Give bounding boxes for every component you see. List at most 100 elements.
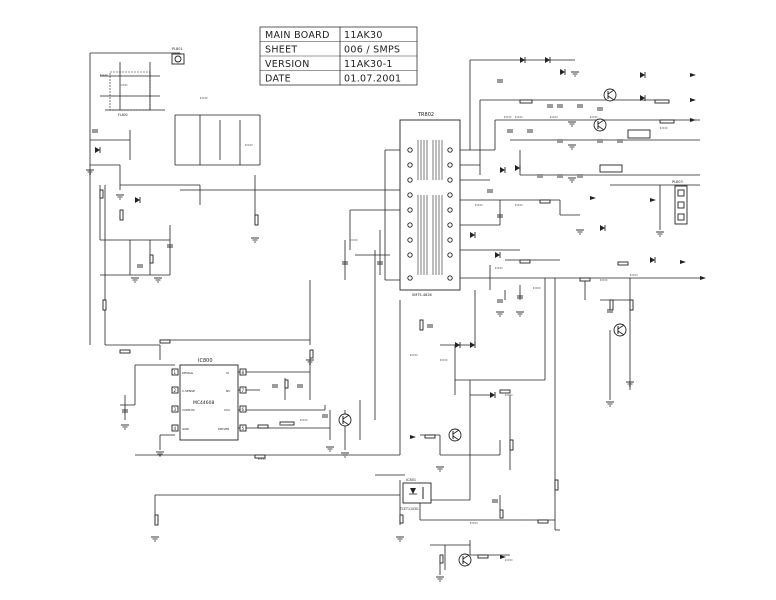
ground-symbol [154, 277, 162, 283]
capacitor-symbol [607, 309, 613, 313]
capacitor-symbol [517, 295, 523, 299]
capacitor-symbol [577, 174, 583, 178]
ground-symbol [326, 446, 334, 452]
capacitor-symbol [92, 129, 98, 133]
ground-symbol [516, 311, 524, 317]
diode-symbol [520, 57, 526, 63]
diode-symbol [515, 165, 521, 171]
ic-pin-label-gnd: GND [182, 427, 190, 431]
ground-symbol [568, 121, 576, 127]
resistor-symbol [119, 209, 124, 221]
transformer-pin-right [447, 275, 453, 281]
resistor-symbol [284, 379, 289, 389]
supply-arrow [690, 98, 696, 102]
ground-symbol [306, 359, 314, 365]
optocoupler-part: TCET1103G [399, 507, 419, 511]
transformer-pin-left [407, 207, 413, 213]
ic-pin-label-contin: CONT-IN [182, 408, 194, 412]
ground-symbol [568, 177, 576, 183]
diode-symbol [500, 167, 506, 173]
ground-symbol [116, 194, 124, 200]
ground-symbol [131, 277, 139, 283]
resistor-symbol [102, 299, 107, 311]
diode-symbol [640, 72, 646, 78]
ic800-controller: IC800 MC44608 DEMAG C.SENSE CONT-IN GND … [171, 358, 247, 441]
resistor-symbol [424, 434, 436, 439]
ic-pin-label-demag: DEMAG [182, 371, 194, 375]
resistor-symbol [609, 299, 614, 311]
supply-arrow [410, 435, 416, 439]
ic-pin-num-5: 5 [242, 426, 245, 431]
transformer-pin-left [407, 147, 413, 153]
capacitor-symbol [527, 129, 533, 133]
ic-pin-num-1: 1 [174, 370, 177, 375]
transformer-pin-left [407, 177, 413, 183]
date-value: 01.07.2001 [344, 74, 401, 85]
capacitor-symbol [167, 244, 173, 248]
transformer-pin-right [447, 192, 453, 198]
resistor-symbol [519, 99, 533, 104]
capacitor-symbol [122, 409, 128, 413]
transformer-pin-left [407, 192, 413, 198]
diode-symbol [640, 95, 646, 101]
ic-pin-label-driver: DRIVER [218, 427, 229, 431]
resistor-symbol [579, 277, 591, 282]
resistor-symbol [439, 554, 444, 564]
ground-symbol [341, 452, 349, 458]
capacitor-symbol [557, 139, 563, 143]
fuse-label: FL800 [118, 113, 128, 117]
resistor-symbol [254, 214, 259, 226]
diode-symbol [495, 252, 501, 258]
fuse-fl800: FL800 [109, 71, 151, 117]
capacitor-symbol [597, 139, 603, 143]
resistor-symbol [659, 119, 675, 124]
resistor-symbol [599, 164, 623, 173]
ground-symbol [436, 466, 444, 472]
ground-symbol [156, 451, 164, 457]
sheet-label: SHEET [265, 45, 297, 56]
main-board-value: 11AK30 [344, 30, 383, 41]
capacitor-symbol [577, 104, 583, 108]
ground-symbol [568, 144, 576, 150]
resistor-symbol [254, 454, 266, 459]
resistor-symbol [419, 319, 424, 331]
ground-symbol [86, 169, 94, 175]
diode-symbol [470, 342, 476, 348]
ground-symbol [396, 536, 404, 542]
ic-pin-num-8: 8 [242, 370, 245, 375]
supply-arrow [680, 260, 686, 264]
transistor-symbol [338, 413, 352, 427]
resistor-symbol [539, 199, 551, 204]
ic-pin-label-vi: VI [226, 371, 229, 375]
resistor-symbol [519, 259, 531, 264]
ic-part: MC44608 [193, 400, 214, 406]
sheet-value: 006 / SMPS [344, 45, 400, 56]
title-block: MAIN BOARD 11AK30 SHEET 006 / SMPS VERSI… [259, 26, 418, 86]
resistor-symbol [99, 189, 104, 199]
version-label: VERSION [265, 59, 310, 70]
transformer-part: SMT5-4826 [412, 293, 432, 297]
resistor-symbol [629, 299, 634, 311]
ground-symbol [436, 576, 444, 582]
plug-pl803: PL803 [672, 180, 688, 225]
diode-symbol [560, 69, 566, 75]
transformer-pin-left [407, 222, 413, 228]
capacitor-symbol [557, 104, 563, 108]
diode-symbol [600, 225, 606, 231]
resistor-symbol [509, 439, 514, 451]
capacitor-symbol [137, 264, 143, 268]
transformer-pin-right [447, 177, 453, 183]
capacitor-symbol [487, 189, 493, 193]
capacitor-symbol [507, 129, 513, 133]
component-symbols [86, 57, 706, 582]
supply-arrow [650, 198, 656, 202]
resistor-symbol [617, 261, 629, 266]
plug-out-label: PL803 [672, 180, 683, 184]
resistor-symbol [654, 99, 670, 104]
diode-symbol [470, 232, 476, 238]
resistor-symbol [119, 349, 131, 354]
ground-symbol [656, 231, 664, 237]
capacitor-symbol [497, 79, 503, 83]
capacitor-symbol [547, 104, 553, 108]
ground-symbol [251, 237, 259, 243]
